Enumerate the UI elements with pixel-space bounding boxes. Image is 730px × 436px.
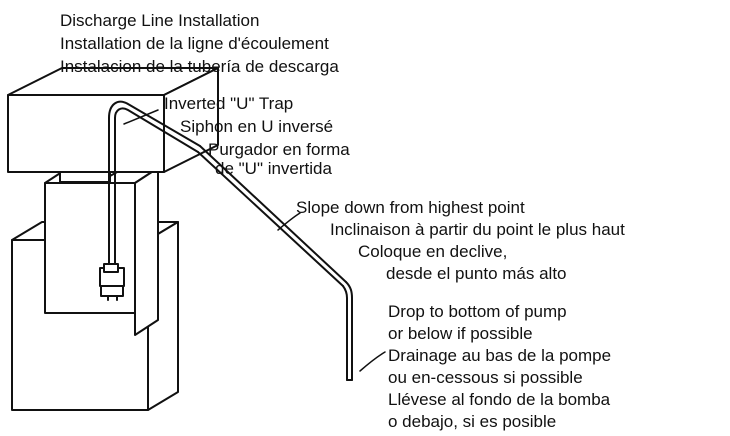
drop-label-english-1: Drop to bottom of pump bbox=[388, 302, 567, 321]
trap-leader-line bbox=[123, 109, 159, 125]
title-english: Discharge Line Installation bbox=[60, 11, 260, 30]
leader-lines bbox=[123, 109, 386, 372]
drop-leader-line bbox=[359, 351, 386, 372]
slope-label-french: Inclinaison à partir du point le plus ha… bbox=[330, 220, 625, 239]
discharge-fitting bbox=[99, 263, 125, 301]
discharge-pipe bbox=[108, 100, 353, 381]
drop-label-english-2: or below if possible bbox=[388, 324, 533, 343]
drop-label-french-2: ou en-cessous si possible bbox=[388, 368, 583, 387]
pump-body bbox=[44, 167, 159, 336]
trap-label-french: Siphon en U inversé bbox=[180, 117, 334, 136]
drop-label-spanish-1: Llévese al fondo de la bomba bbox=[388, 390, 611, 409]
drop-label-french-1: Drainage au bas de la pompe bbox=[388, 346, 612, 365]
drop-label-spanish-2: o debajo, si es posible bbox=[388, 412, 557, 431]
slope-label-english: Slope down from highest point bbox=[296, 198, 525, 217]
trap-label-spanish-1: Purgador en forma bbox=[208, 140, 350, 159]
overhead-beam bbox=[7, 67, 219, 173]
slope-label-spanish-1: Coloque en declive, bbox=[358, 242, 508, 261]
title-spanish: Instalacion de la tubería de descarga bbox=[60, 57, 339, 76]
title-french: Installation de la ligne d'écoulement bbox=[60, 34, 329, 53]
slope-label-spanish-2: desde el punto más alto bbox=[386, 264, 567, 283]
trap-label-spanish-2: de "U" invertida bbox=[215, 159, 332, 178]
slope-leader-line bbox=[277, 212, 301, 231]
trap-label-english: Inverted "U" Trap bbox=[164, 94, 294, 113]
